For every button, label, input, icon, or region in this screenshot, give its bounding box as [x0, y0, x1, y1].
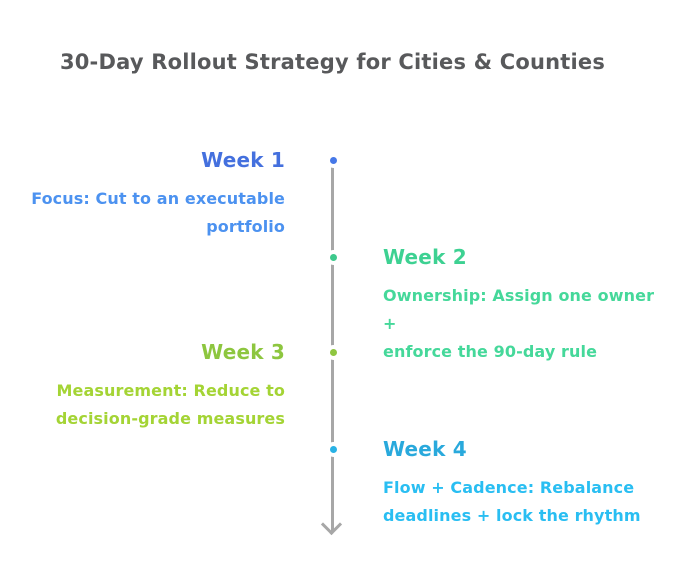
node-dot-week-3	[329, 349, 337, 356]
timeline-node-week-1	[325, 152, 341, 168]
connector-week-1	[300, 159, 327, 161]
week-1-label: Week 1	[201, 148, 285, 172]
week-2-label: Week 2	[383, 245, 467, 269]
timeline-node-week-4	[325, 441, 341, 457]
week-2-description-line-1: Ownership: Assign one owner +	[383, 286, 655, 333]
page-title: 30-Day Rollout Strategy for Cities & Cou…	[59, 50, 606, 74]
week-3-label: Week 3	[201, 340, 285, 364]
connector-week-4	[338, 448, 358, 450]
week-2-description: Ownership: Assign one owner + enforce th…	[383, 282, 668, 366]
milestone-week-4: Week 4 Flow + Cadence: Rebalance deadlin…	[383, 437, 668, 530]
week-4-description: Flow + Cadence: Rebalance deadlines + lo…	[383, 474, 668, 530]
week-2-description-line-2: enforce the 90-day rule	[383, 342, 598, 361]
week-4-label: Week 4	[383, 437, 467, 461]
week-4-description-line-1: Flow + Cadence: Rebalance	[383, 478, 635, 497]
milestone-week-1: Week 1 Focus: Cut to an executable portf…	[0, 148, 285, 241]
arrow-down-icon	[320, 513, 343, 536]
node-dot-week-4	[329, 445, 337, 453]
milestone-week-2: Week 2 Ownership: Assign one owner + enf…	[383, 245, 668, 366]
connector-week-2	[338, 256, 363, 258]
week-3-description-line-1: Measurement: Reduce to	[56, 381, 285, 400]
week-3-description: Measurement: Reduce to decision-grade me…	[0, 377, 285, 433]
week-4-description-line-2: deadlines + lock the rhythm	[383, 506, 641, 525]
connector-week-3	[308, 351, 328, 353]
week-1-description: Focus: Cut to an executable portfolio	[0, 185, 285, 241]
milestone-week-3: Week 3 Measurement: Reduce to decision-g…	[0, 340, 285, 433]
node-dot-week-1	[329, 156, 337, 164]
week-1-description-line-2: portfolio	[206, 217, 285, 236]
week-3-description-line-2: decision-grade measures	[55, 409, 285, 428]
node-dot-week-2	[329, 253, 337, 261]
week-1-description-line-1: Focus: Cut to an executable	[31, 189, 285, 208]
timeline-node-week-3	[325, 345, 341, 360]
timeline-node-week-2	[325, 249, 341, 265]
